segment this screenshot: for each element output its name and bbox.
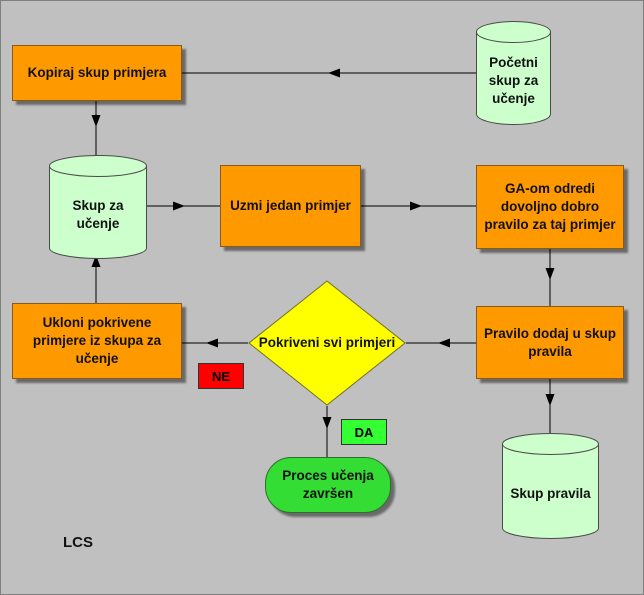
decision-label: Pokriveni svi primjeri: [258, 335, 396, 350]
storage-skup-label: Skup za učenje: [72, 198, 124, 231]
process-ga-odredi: GA-om odredi dovoljno dobro pravilo za t…: [476, 165, 624, 249]
arrowhead-left: [206, 338, 218, 348]
arrowhead-left: [438, 338, 450, 348]
diamond-shape: [248, 280, 406, 406]
process-pravilo-dodaj: Pravilo dodaj u skup pravila: [476, 306, 624, 379]
arrowhead-right: [410, 201, 422, 211]
process-ga-label: GA-om odredi dovoljno dobro pravilo za t…: [484, 181, 616, 232]
process-ukloni-pokrivene: Ukloni pokrivene primjere iz skupa za uč…: [12, 303, 182, 379]
diagram-caption: LCS: [63, 534, 93, 551]
cylinder-shape: [49, 155, 147, 259]
arrowhead-right: [173, 201, 185, 211]
storage-skup-pravila-label: Skup pravila: [510, 486, 591, 501]
storage-pocetni-label: Početni skup za učenje: [488, 55, 539, 106]
process-uzmi-primjer: Uzmi jedan primjer: [220, 165, 361, 247]
process-ukloni-label: Ukloni pokrivene primjere iz skupa za uč…: [32, 315, 162, 366]
storage-skup-za-ucenje: Skup za učenje: [49, 155, 147, 259]
cylinder-shape: [502, 433, 599, 539]
arrowhead-down: [91, 115, 101, 127]
terminator-label: Proces učenja završen: [282, 468, 374, 501]
process-uzmi-label: Uzmi jedan primjer: [230, 198, 351, 213]
storage-pocetni-skup: Početni skup za učenje: [476, 21, 551, 125]
decision-pokriveni-svi: Pokriveni svi primjeri: [248, 280, 406, 406]
cylinder-shape: [476, 21, 551, 125]
process-kopiraj-label: Kopiraj skup primjera: [27, 65, 167, 80]
arrowhead-down: [545, 268, 555, 280]
arrowhead-down: [545, 394, 555, 406]
process-pravilo-label: Pravilo dodaj u skup pravila: [483, 325, 617, 359]
terminator-proces-zavrsen: Proces učenja završen: [265, 457, 391, 513]
arrowhead-up: [91, 255, 101, 267]
storage-skup-pravila: Skup pravila: [502, 433, 599, 539]
yes-label: DA: [341, 419, 387, 445]
arrowhead-left: [328, 68, 340, 78]
process-kopiraj-skup: Kopiraj skup primjera: [12, 45, 182, 101]
no-label: NE: [198, 363, 244, 389]
arrowhead-down: [322, 417, 332, 429]
